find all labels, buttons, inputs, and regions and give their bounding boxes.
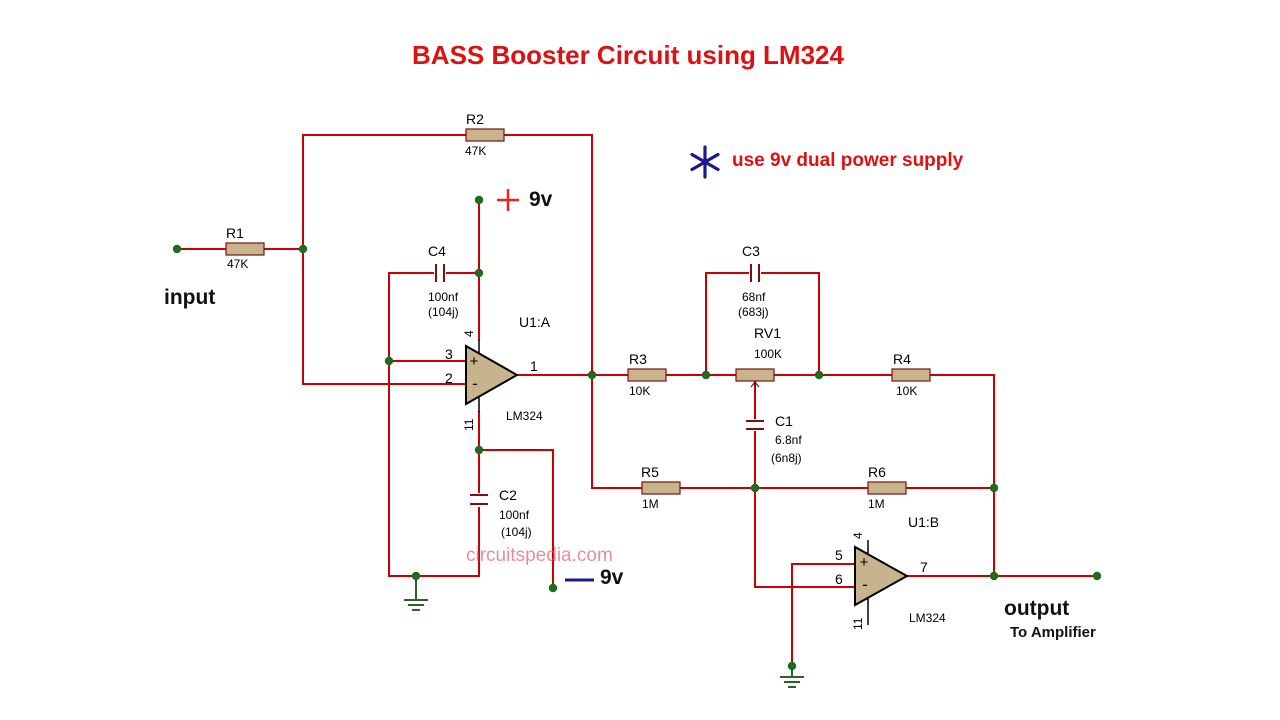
capacitor-c3: C3 68nf (683j): [738, 243, 769, 319]
plus-9v-label: 9v: [529, 188, 553, 211]
rv1-value: 100K: [754, 347, 782, 361]
asterisk-icon: [690, 145, 720, 179]
u1b-pin-6: 6: [835, 571, 843, 587]
c4-code: (104j): [428, 305, 459, 319]
u1b-pin-5: 5: [835, 547, 843, 563]
wires: [176, 134, 1098, 667]
c1-value: 6.8nf: [775, 433, 802, 447]
resistor-r3: R3 10K: [627, 351, 667, 398]
ground-icon: [404, 576, 428, 611]
u1b-pin-4: 4: [851, 532, 865, 539]
r4-ref: R4: [893, 351, 911, 367]
opamp-u1b: + - 5 6 7 4 11 U1:B LM324: [835, 514, 946, 630]
u1a-pin-1: 1: [530, 358, 538, 374]
u1b-ref: U1:B: [908, 514, 939, 530]
u1b-pin-11: 11: [851, 617, 865, 630]
u1a-pin-3: 3: [445, 346, 453, 362]
u1a-ref: U1:A: [519, 314, 551, 330]
r6-ref: R6: [868, 464, 886, 480]
input-label: input: [164, 286, 215, 309]
r5-value: 1M: [642, 497, 659, 511]
r6-value: 1M: [868, 497, 885, 511]
power-supply-note: use 9v dual power supply: [732, 150, 964, 171]
c3-code: (683j): [738, 305, 769, 319]
u1a-plus-sign: +: [470, 353, 479, 370]
c2-ref: C2: [499, 487, 517, 503]
junction-dots: [172, 195, 1102, 671]
u1b-plus-sign: +: [860, 554, 869, 571]
resistor-r1: R1 47K: [225, 225, 265, 271]
c1-ref: C1: [775, 413, 793, 429]
r3-value: 10K: [629, 384, 650, 398]
r2-value: 47K: [465, 144, 486, 158]
c2-value: 100nf: [499, 508, 530, 522]
opamp-u1a: + - 3 2 1 4 11 U1:A LM324: [445, 314, 551, 431]
u1b-part: LM324: [909, 611, 946, 625]
plus-9v-supply: 9v: [497, 188, 553, 211]
output-sub-label: To Amplifier: [1010, 624, 1096, 641]
u1a-pin-4: 4: [462, 330, 476, 337]
c1-code: (6n8j): [771, 451, 802, 465]
capacitor-c1: C1 6.8nf (6n8j): [746, 413, 802, 465]
capacitor-c2: C2 100nf (104j): [470, 487, 532, 539]
u1a-pin-2: 2: [445, 370, 453, 386]
c4-ref: C4: [428, 243, 446, 259]
r2-ref: R2: [466, 111, 484, 127]
diagram-title: BASS Booster Circuit using LM324: [412, 40, 844, 70]
potentiometer-rv1: RV1 100K: [735, 325, 782, 392]
u1b-pin-7: 7: [920, 559, 928, 575]
c3-ref: C3: [742, 243, 760, 259]
u1a-minus-sign: -: [472, 374, 478, 393]
output-label: output: [1004, 597, 1069, 620]
r3-ref: R3: [629, 351, 647, 367]
resistor-r5: R5 1M: [641, 464, 681, 511]
u1a-pin-11: 11: [462, 418, 476, 431]
c3-value: 68nf: [742, 290, 766, 304]
r1-value: 47K: [227, 257, 248, 271]
watermark: circuitspedia.com: [466, 545, 613, 566]
c2-code: (104j): [501, 525, 532, 539]
resistor-r2: R2 47K: [465, 111, 505, 158]
c4-value: 100nf: [428, 290, 459, 304]
u1a-part: LM324: [506, 409, 543, 423]
r5-ref: R5: [641, 464, 659, 480]
r4-value: 10K: [896, 384, 917, 398]
resistor-r4: R4 10K: [891, 351, 931, 398]
minus-9v-supply: 9v: [565, 566, 624, 589]
r1-ref: R1: [226, 225, 244, 241]
rv1-ref: RV1: [754, 325, 781, 341]
u1b-minus-sign: -: [862, 575, 868, 594]
capacitor-c4: C4 100nf (104j): [428, 243, 459, 319]
resistor-r6: R6 1M: [867, 464, 907, 511]
minus-9v-label: 9v: [600, 566, 624, 589]
